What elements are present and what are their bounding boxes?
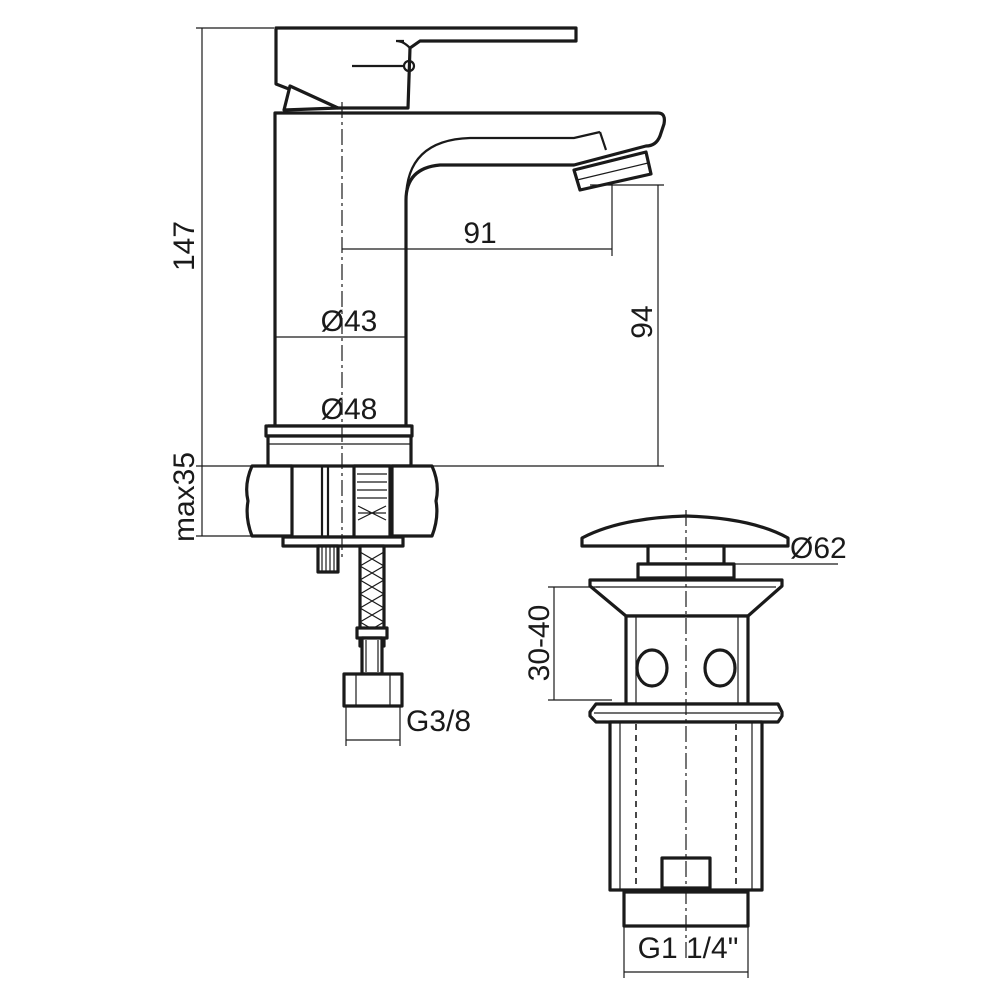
lever-handle: [274, 26, 578, 112]
faucet-drawing: 147 91 94 Ø43 Ø48 max35: [168, 26, 666, 746]
drain-body-upper: [624, 614, 750, 706]
label-spout-reach: 91: [463, 217, 496, 250]
dim-hose-thread: G3/8: [345, 705, 471, 746]
faucet-body: [273, 111, 666, 430]
countertop-section: [245, 464, 439, 574]
waste-drawing: Ø62 30-40 G1 1/4": [523, 510, 847, 978]
dim-spout-height: 94: [412, 184, 664, 467]
dim-base-diameter: Ø48: [268, 393, 411, 426]
label-range: 30-40: [523, 605, 556, 682]
dim-height-total: 147: [168, 27, 274, 467]
label-body-diameter: Ø43: [321, 305, 378, 338]
label-max-thickness: max35: [168, 452, 201, 542]
label-base-diameter: Ø48: [321, 393, 378, 426]
dim-spout-reach: 91: [342, 183, 613, 256]
flexible-hose: [342, 544, 404, 708]
label-spout-height: 94: [626, 305, 659, 338]
dim-thread: G1 1/4": [623, 926, 749, 978]
dim-max-thickness: max35: [168, 452, 252, 542]
dim-cap-diameter: Ø62: [700, 532, 847, 565]
dim-range: 30-40: [523, 586, 612, 701]
label-height-total: 147: [168, 221, 201, 271]
label-cap-diameter: Ø62: [790, 532, 847, 565]
label-hose-thread: G3/8: [406, 705, 471, 738]
overflow-hole-left: [635, 648, 669, 688]
dim-body-diameter: Ø43: [275, 305, 406, 338]
drain-cap: [580, 514, 790, 580]
label-thread: G1 1/4": [638, 932, 739, 965]
faucet-base: [264, 424, 414, 468]
overflow-hole-right: [703, 648, 737, 688]
